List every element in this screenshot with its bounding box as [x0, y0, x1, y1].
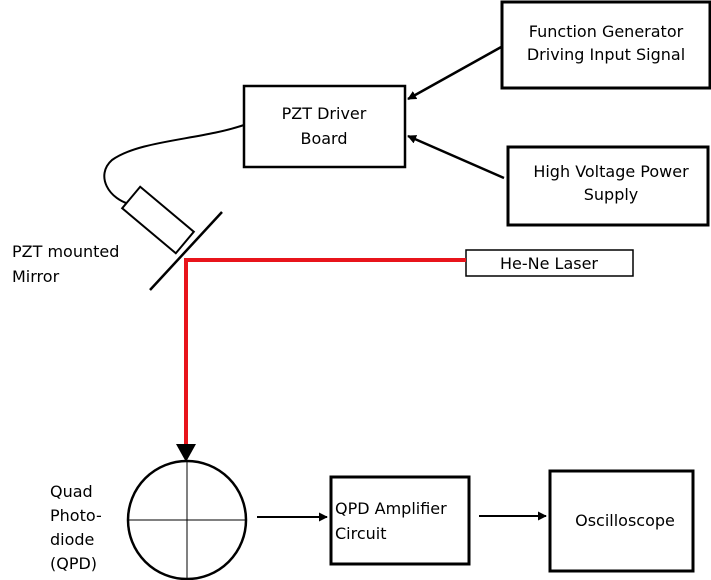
- he-ne-laser-label: He-Ne Laser: [500, 254, 598, 273]
- qpd-label-line1: Quad: [50, 482, 93, 501]
- qpd-label-line4: (QPD): [50, 554, 97, 573]
- mirror: [149, 211, 223, 291]
- quad-photodiode: [126, 459, 248, 580]
- pzt-driver-label-line1: PZT Driver: [282, 104, 367, 123]
- hv-supply-label-line1: High Voltage Power: [533, 162, 689, 181]
- qpd-label-line2: Photo-: [50, 506, 102, 525]
- qpd-amplifier-label-line1: QPD Amplifier: [335, 499, 447, 518]
- high-voltage-supply-box: High Voltage Power Supply: [506, 145, 710, 227]
- function-generator-label-line2: Driving Input Signal: [527, 45, 685, 64]
- oscilloscope-box: Oscilloscope: [548, 469, 695, 573]
- pzt-driver-board-box: PZT Driver Board: [242, 84, 407, 169]
- oscilloscope-label: Oscilloscope: [575, 511, 675, 530]
- hv-supply-label-line2: Supply: [584, 185, 639, 204]
- pzt-cable: [103, 124, 245, 206]
- qpd-amplifier-label-line2: Circuit: [335, 524, 387, 543]
- qpd-label-line3: diode: [50, 530, 94, 549]
- function-generator-label-line1: Function Generator: [529, 22, 684, 41]
- pzt-driver-label-line2: Board: [300, 129, 347, 148]
- he-ne-laser-box: He-Ne Laser: [465, 249, 634, 277]
- beam-arrowhead: [176, 444, 196, 462]
- pzt-mirror-label-line1: PZT mounted: [12, 242, 119, 261]
- qpd-amplifier-box: QPD Amplifier Circuit: [329, 475, 471, 566]
- hv-supply-arrow: [407, 134, 505, 180]
- laser-beam: [184, 258, 466, 445]
- pzt-actuator: [120, 185, 196, 255]
- function-generator-arrow: [407, 44, 504, 101]
- pzt-mirror-label-line2: Mirror: [12, 267, 60, 286]
- function-generator-box: Function Generator Driving Input Signal: [500, 0, 711, 90]
